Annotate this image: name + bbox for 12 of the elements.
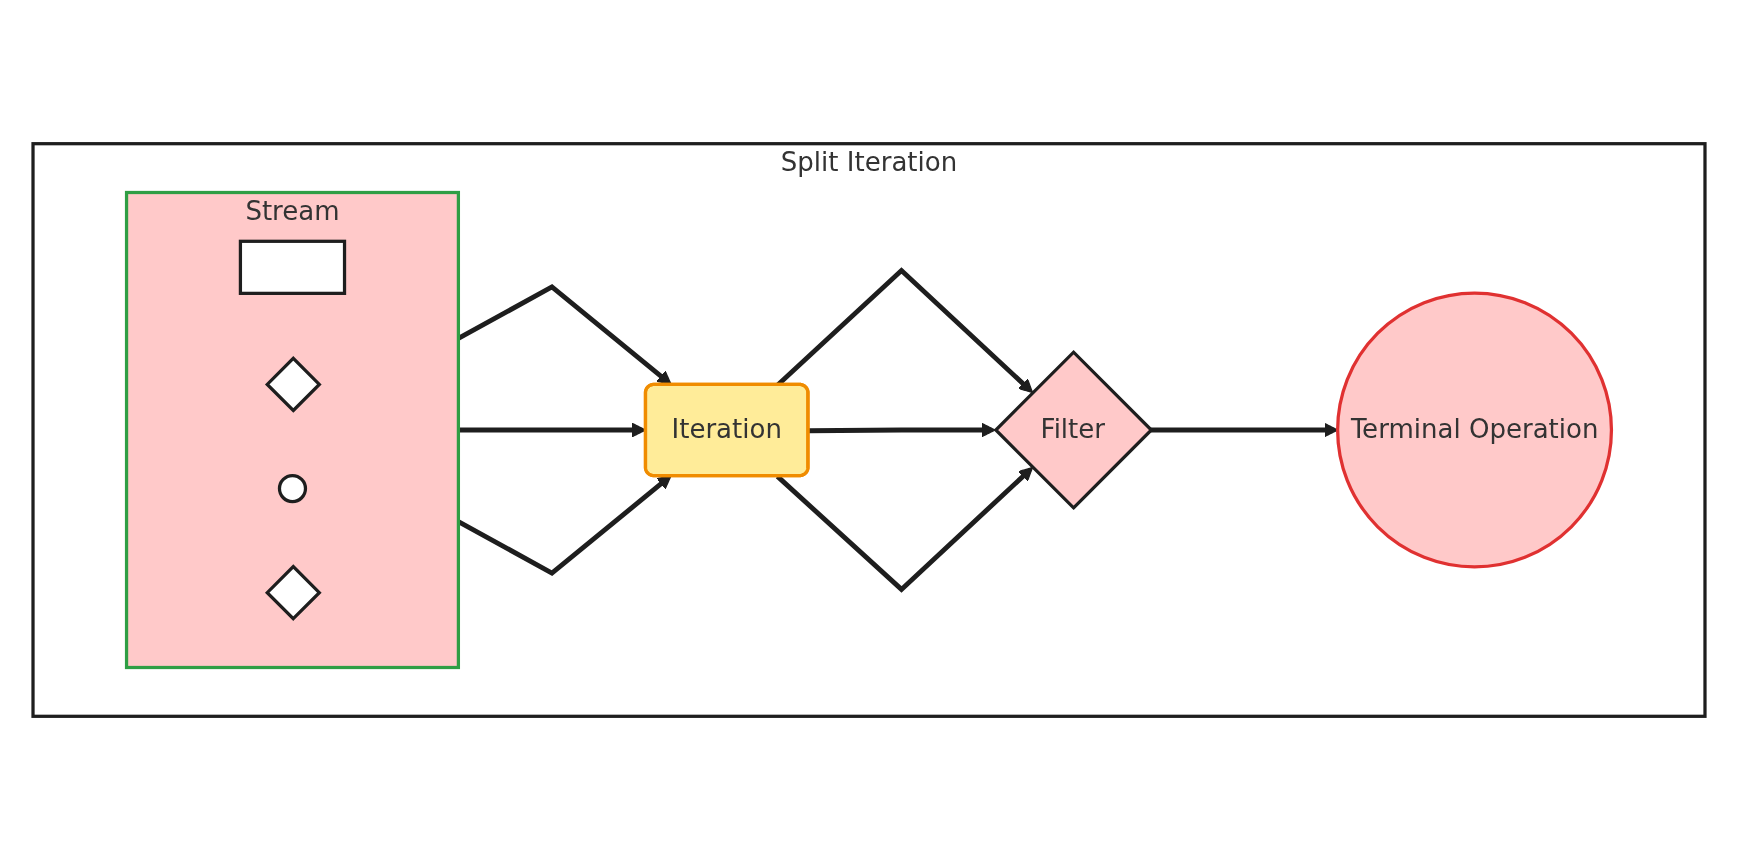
node-circle: Terminal Operation [1336,291,1614,569]
node-diamond: Filter [993,349,1154,511]
node-box [238,239,347,295]
arrow [808,422,996,438]
arrow [775,466,1034,593]
node-diamond [264,356,322,413]
arrow [457,474,672,577]
cluster: Stream [124,190,461,670]
node-circle [277,473,308,504]
arrow [457,283,672,386]
arrow [775,267,1034,394]
node-diamond [264,564,322,621]
